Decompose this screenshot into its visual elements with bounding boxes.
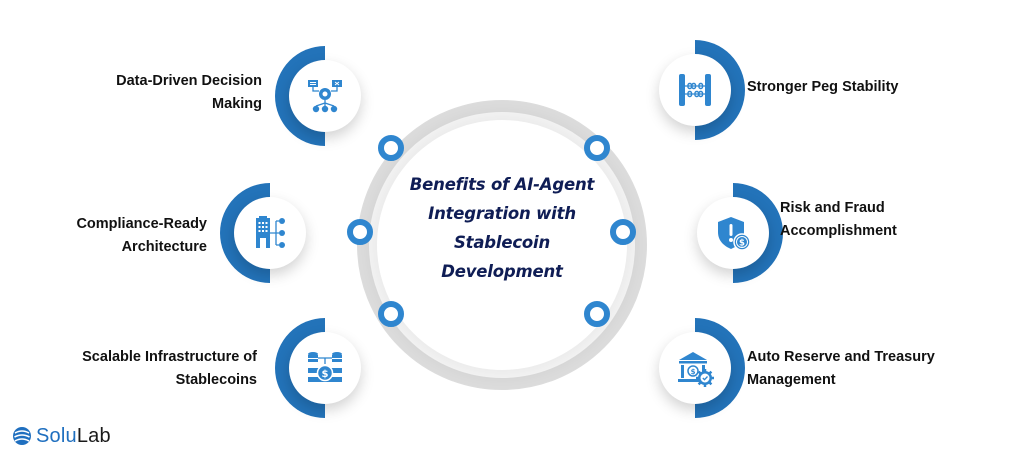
benefit-label-peg-stability: Stronger Peg Stability: [747, 79, 899, 95]
benefit-label-reserve-treasury: Auto Reserve and Treasury Management: [747, 349, 935, 388]
solulab-logo: SoluLab: [12, 424, 111, 448]
logo-text-solu: Solu: [36, 424, 77, 447]
connector-dot-mid-left: [347, 219, 373, 245]
benefit-node-reserve-treasury: $: [645, 318, 745, 418]
benefit-node-compliance: [220, 183, 320, 283]
icon-disc: $: [289, 332, 361, 404]
benefit-label-risk-fraud: Risk and Fraud Accomplishment: [780, 200, 897, 239]
abacus-peg-icon: [679, 74, 711, 106]
center-title: Benefits of AI-Agent Integration with St…: [409, 175, 595, 281]
benefit-label-data-driven: Data-Driven Decision Making: [116, 73, 262, 112]
center-disc: [377, 120, 627, 370]
connector-dot-mid-right: [610, 219, 636, 245]
connector-dot-top-left: [378, 135, 404, 161]
database-coin-icon: $: [308, 352, 342, 382]
shield-alert-coin-icon: $: [718, 217, 751, 251]
icon-disc: [234, 197, 306, 269]
svg-text:$: $: [739, 239, 745, 249]
icon-disc: [659, 54, 731, 126]
solulab-logo-mark-icon: [13, 427, 31, 445]
benefit-label-compliance: Compliance-Ready Architecture: [76, 216, 207, 255]
benefit-label-scalable: Scalable Infrastructure of Stablecoins: [82, 349, 257, 388]
connector-dot-top-right: [584, 135, 610, 161]
logo-wordmark: SoluLab: [36, 425, 111, 448]
svg-text:$: $: [691, 368, 696, 376]
icon-disc: [289, 60, 361, 132]
decision-flow-icon: [308, 80, 342, 113]
building-checklist-icon: [256, 216, 285, 248]
icon-disc: $: [697, 197, 769, 269]
svg-text:$: $: [322, 369, 329, 380]
benefit-node-peg-stability: [645, 40, 745, 140]
icon-disc: $: [659, 332, 731, 404]
benefit-node-data-driven: [275, 46, 375, 146]
benefit-node-risk-fraud: $: [683, 183, 783, 283]
connector-dot-bottom-left: [378, 301, 404, 327]
connector-dot-bottom-right: [584, 301, 610, 327]
bank-gear-icon: $: [678, 352, 714, 387]
benefit-node-scalable: $: [275, 318, 375, 418]
logo-text-lab: Lab: [76, 424, 111, 447]
